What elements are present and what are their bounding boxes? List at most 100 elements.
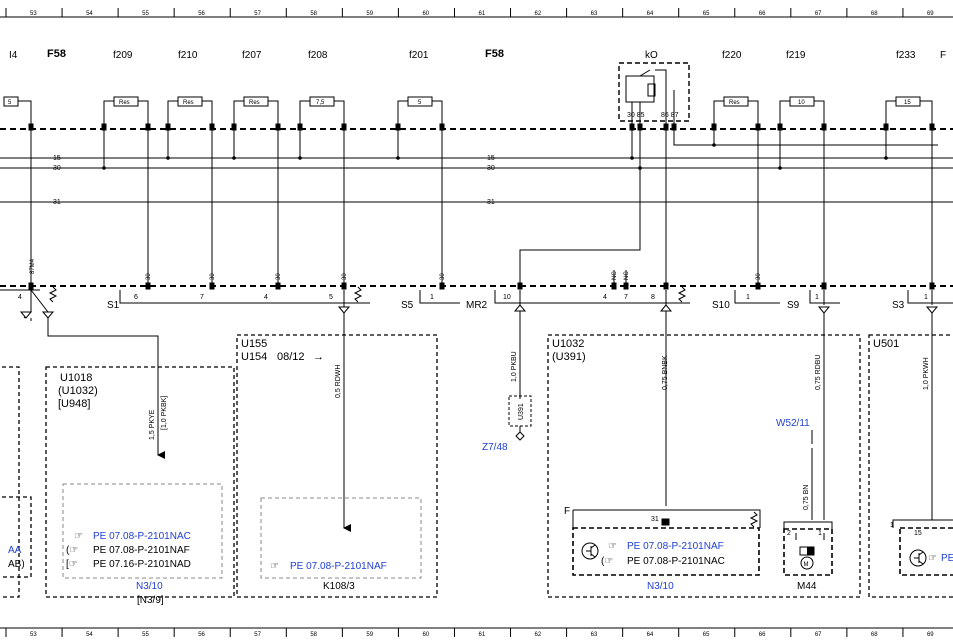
- pin-number: 4: [603, 294, 607, 301]
- fuse-f220: [723, 96, 749, 107]
- pin-tag: NC: [612, 271, 618, 280]
- fuse-rating: 15: [904, 100, 911, 106]
- component-label: M44: [797, 581, 817, 592]
- pin-number: 7: [200, 294, 204, 301]
- motor-m44: M: [783, 521, 833, 576]
- pin-number: 1: [746, 294, 750, 301]
- fuse-f209: [113, 96, 139, 107]
- fuse-rating: Res: [119, 100, 130, 106]
- wire-label: 0,5 RDWH: [335, 365, 342, 398]
- box-u501: [868, 334, 953, 598]
- ruler-label: 66: [759, 632, 766, 638]
- fuse-f201: [407, 96, 433, 107]
- pin-number: 6: [134, 294, 138, 301]
- pin-tag: 30: [210, 273, 216, 280]
- book-icon: ☞: [608, 541, 617, 552]
- wire-label: 0,75 RDBU: [815, 355, 822, 390]
- ruler-label: 64: [647, 11, 654, 17]
- connector-link[interactable]: Z7/48: [482, 442, 508, 453]
- component-link[interactable]: N3/10: [136, 581, 163, 592]
- pe-reference: PE 07.16-P-2101NAD: [93, 559, 191, 570]
- fuse-name: f207: [242, 50, 262, 61]
- fuse-name: f208: [308, 50, 328, 61]
- pe-reference: PE 07.08-P-2101NAF: [93, 545, 190, 556]
- book-icon: ☞: [74, 531, 83, 542]
- fuse-rating: 10: [798, 100, 805, 106]
- fuse-f210: [177, 96, 203, 107]
- pin-number: 7: [624, 294, 628, 301]
- ruler-label: 67: [815, 632, 822, 638]
- fuse-rating: 7,5: [316, 100, 325, 106]
- fuse-f233: [895, 96, 921, 107]
- box-left-partial: [0, 496, 32, 578]
- pin-number: 15: [914, 530, 922, 537]
- fuse-name: f233: [896, 50, 916, 61]
- ground-link[interactable]: W52/11: [776, 418, 810, 429]
- circuit-label: 30: [53, 165, 61, 172]
- ruler-label: 57: [254, 632, 261, 638]
- wire-tag: U391: [518, 403, 525, 420]
- connector-pin: [145, 282, 151, 290]
- ruler-label: 55: [142, 632, 149, 638]
- pin-number: 1: [430, 294, 434, 301]
- pin-number: 10: [503, 294, 511, 301]
- pin-number: 31: [651, 516, 659, 523]
- ruler-label: 58: [310, 632, 317, 638]
- ruler-label: 56: [198, 11, 205, 17]
- pe-reference-link[interactable]: PE 07.08-P-2101NAF: [627, 541, 724, 552]
- circuit-label: 31: [53, 199, 61, 206]
- wire-label: 1,0 PKBU: [511, 351, 518, 382]
- relay-ko: 30 85 86 87: [618, 62, 690, 124]
- ruler-label: 63: [591, 632, 598, 638]
- pe-reference-link[interactable]: PE: [941, 553, 953, 564]
- box-sub: (U391): [552, 351, 586, 363]
- box-title: U1018: [60, 372, 92, 384]
- ruler-label: 53: [30, 632, 37, 638]
- book-icon: ☞: [928, 553, 937, 564]
- ruler-label: 65: [703, 632, 710, 638]
- connector-name: S3: [892, 300, 905, 311]
- wire-label: 0,75 BNBK: [662, 355, 669, 390]
- box-ref: 08/12: [277, 351, 305, 363]
- wire-label: 1,0 PKWH: [923, 357, 930, 390]
- connector-name: MR2: [466, 300, 488, 311]
- connector-pin: [275, 282, 281, 290]
- fuse-name: f219: [786, 50, 806, 61]
- connector-name: S10: [712, 300, 730, 311]
- pin-number: 8: [651, 294, 655, 301]
- ruler-label: 56: [198, 632, 205, 638]
- book-icon: (☞: [66, 545, 78, 556]
- fuse-group-label: F58: [47, 48, 66, 60]
- component-label: [N3/9]: [137, 595, 164, 606]
- edge-label-left: I4: [9, 50, 18, 61]
- pe-reference-link[interactable]: PE 07.08-P-2101NAC: [93, 531, 191, 542]
- connector-name: S1: [107, 300, 120, 311]
- fuse-group-label: F58: [485, 48, 504, 60]
- circuit-label: 15: [487, 155, 495, 162]
- box-sub: (U1032): [58, 385, 98, 397]
- pin-tag: 30: [276, 273, 282, 280]
- fuse-rating: Res: [183, 100, 194, 106]
- relay-pins: 86 87: [661, 112, 679, 119]
- pe-reference-link[interactable]: PE 07.08-P-2101NAF: [290, 561, 387, 572]
- pin-number: 1: [924, 294, 928, 301]
- book-icon: [☞: [66, 559, 78, 570]
- ruler-label: 54: [86, 11, 93, 17]
- ruler-label: 69: [927, 11, 934, 17]
- pin-tag: 30: [440, 273, 446, 280]
- component-link[interactable]: N3/10: [647, 581, 674, 592]
- pe-reference: PE 07.08-P-2101NAC: [627, 556, 725, 567]
- pin-number: 5: [329, 294, 333, 301]
- pin-tag: 87M4: [30, 258, 36, 274]
- circuit-label: 15: [53, 155, 61, 162]
- fuse-f208: [309, 96, 335, 107]
- partial-label[interactable]: AA: [8, 545, 22, 556]
- connector-pin: [755, 282, 761, 290]
- ruler-label: 63: [591, 11, 598, 17]
- ruler-label: 61: [479, 11, 486, 17]
- ruler-label: 64: [647, 632, 654, 638]
